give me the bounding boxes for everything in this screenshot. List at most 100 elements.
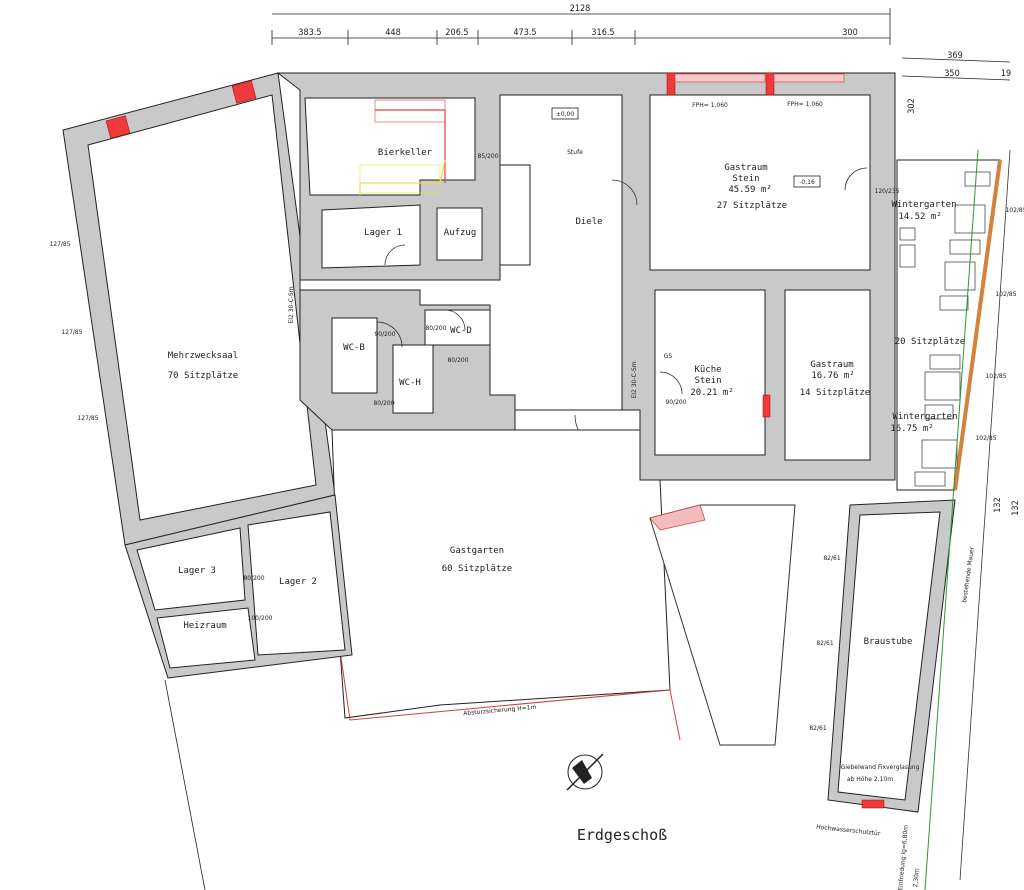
- door-label: 120/235: [875, 188, 900, 195]
- lager3-room: [136, 527, 246, 611]
- stair: [499, 164, 531, 266]
- room-name: Bierkeller: [378, 148, 433, 158]
- mehrzwecksaal-room: [87, 94, 317, 521]
- bierkeller-stairs: [359, 99, 446, 195]
- level-value: ±0,00: [556, 111, 575, 118]
- dim-right: 19: [1001, 69, 1011, 79]
- fire-door-marker: [105, 115, 131, 139]
- note-fph: FPH= 1.060: [692, 102, 728, 109]
- room-name: Gastraum: [724, 163, 767, 173]
- room-name: Lager 1: [364, 228, 402, 238]
- dim-seg: 316.5: [591, 28, 614, 38]
- dim-right: 302: [907, 98, 917, 113]
- dim-side: 132: [1011, 500, 1021, 515]
- window-label: 102/85: [975, 435, 996, 442]
- gastgarten-area: [331, 429, 671, 719]
- window-label: 102/85: [995, 291, 1016, 298]
- room-name: Lager 3: [178, 566, 216, 576]
- room-name: Braustube: [864, 637, 913, 647]
- note-fph: FPH= 1.060: [787, 101, 823, 108]
- room-name: Gastgarten: [450, 546, 504, 556]
- dim-seg: 383.5: [298, 28, 321, 38]
- door-label: 90/200: [665, 399, 686, 406]
- north-arrow-icon: [566, 753, 604, 791]
- dim-seg: 206.5: [445, 28, 468, 38]
- dim-seg: 473.5: [513, 28, 536, 38]
- note-einfriedung: Einfriedung lg=6,80m: [897, 825, 910, 890]
- window-label: 102/85: [985, 373, 1006, 380]
- room-name: WC-D: [450, 326, 472, 336]
- room-name: Wintergarten: [892, 412, 957, 422]
- level-value: -0,16: [799, 179, 815, 186]
- fire-door-marker: [762, 394, 771, 418]
- heizraum-room: [156, 607, 256, 669]
- room-name: Wintergarten: [891, 200, 956, 210]
- door-label: 80/200: [373, 400, 394, 407]
- room-name: WC-H: [399, 378, 421, 388]
- note-giebel: ab Höhe 2,10m: [847, 776, 893, 783]
- plan-title: Erdgeschoß: [577, 826, 667, 844]
- dim-seg: 448: [385, 28, 400, 38]
- absturzsicherung-line: [339, 649, 681, 741]
- door-label: 100/200: [248, 615, 273, 622]
- ramp: [649, 504, 796, 746]
- dim-side: 132: [993, 497, 1003, 512]
- room-sub: Stein: [732, 174, 759, 184]
- level-marker: [551, 107, 579, 120]
- dim-seg: 300: [842, 28, 857, 38]
- wc-b-room: [331, 317, 378, 394]
- ramp-edge: [649, 504, 706, 531]
- lager1-room: [321, 204, 421, 269]
- window-red: [674, 73, 766, 83]
- fire-door-marker: [861, 799, 885, 809]
- existing-wall-line: [959, 149, 1011, 881]
- room-area: 14.52 m²: [898, 212, 941, 222]
- room-area: 16.75 m²: [890, 424, 933, 434]
- dim-right: 369: [947, 51, 962, 61]
- dim-right: 350: [944, 69, 959, 79]
- room-seats: 14 Sitzplätze: [800, 388, 870, 398]
- note-fire-rating: EI2 30-C-Sm: [631, 361, 638, 398]
- door-label: 80/200: [447, 357, 468, 364]
- room-name: WC-B: [343, 343, 365, 353]
- window-label: 127/85: [49, 241, 70, 248]
- room-sub: Stein: [694, 376, 721, 386]
- opening-labels: 127/85 127/85 127/85 102/85 102/85 102/8…: [49, 153, 1024, 732]
- window-label: 102/85: [1005, 207, 1024, 214]
- room-labels: Mehrzwecksaal 70 Sitzplätze Bierkeller L…: [168, 148, 965, 647]
- braustube-room: [837, 511, 941, 801]
- note-einfriedung: 2,30m: [912, 868, 921, 888]
- window-label: 82/61: [809, 725, 826, 732]
- bierkeller-room: [304, 97, 476, 196]
- dim-total: 2128: [570, 4, 591, 14]
- door-label: 90/200: [374, 331, 395, 338]
- note-gs: GS: [664, 353, 673, 360]
- wc-h-room: [392, 344, 434, 414]
- lager2-room: [247, 511, 346, 656]
- note-hochwasser: Hochwasserschutztür: [816, 824, 881, 838]
- window-label: 127/85: [77, 415, 98, 422]
- wintergarten-tables: [899, 171, 991, 487]
- window-label: 82/61: [823, 555, 840, 562]
- fire-door-marker: [231, 80, 257, 104]
- room-name: Mehrzwecksaal: [168, 351, 238, 361]
- fire-door-marker: [765, 72, 775, 96]
- dimension-lines: 2128 383.5 448 206.5 473.5 316.5 300 369…: [271, 4, 1021, 516]
- boundary-line: [164, 679, 206, 890]
- room-area: 45.59 m²: [728, 185, 771, 195]
- window-red: [773, 73, 845, 83]
- room-name: Küche: [694, 365, 721, 375]
- door-label: 80/200: [425, 325, 446, 332]
- stufe-note: Stufe: [567, 149, 583, 156]
- room-name: Heizraum: [183, 621, 226, 631]
- room-name: Aufzug: [444, 228, 477, 238]
- door-label: 80/200: [243, 575, 264, 582]
- kueche-room: [654, 289, 766, 456]
- fire-door-marker: [666, 72, 676, 96]
- room-name: Gastraum: [810, 360, 853, 370]
- room-area: 16.76 m²: [811, 371, 854, 381]
- diele-room: [299, 94, 623, 411]
- room-seats: 20 Sitzplätze: [895, 337, 965, 347]
- door-label: 85/200: [477, 153, 498, 160]
